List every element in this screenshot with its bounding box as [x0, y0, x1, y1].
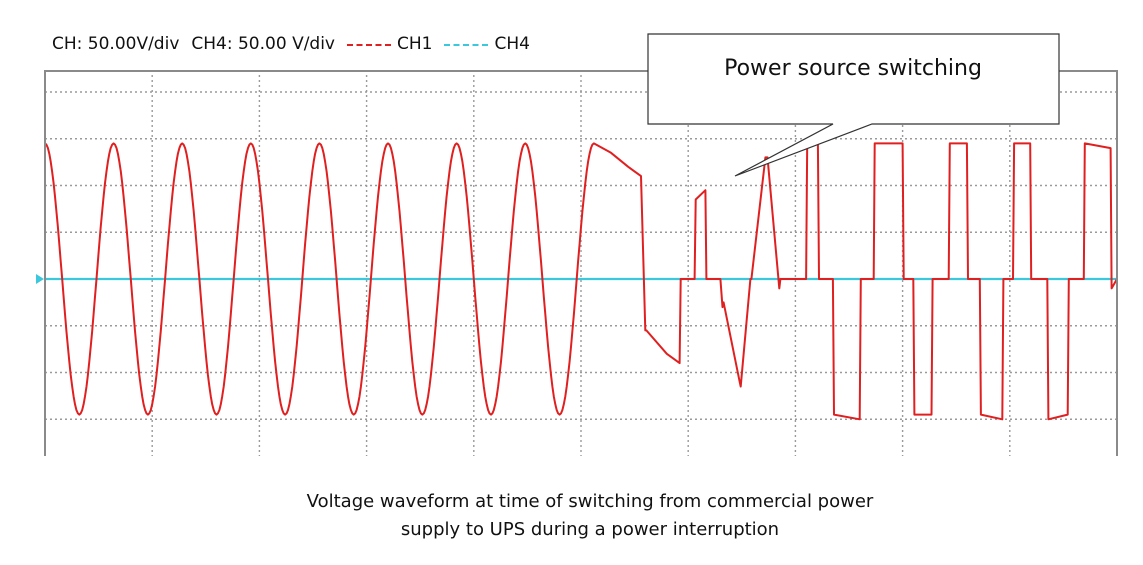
series-layer [44, 142, 1118, 421]
plot-area [44, 70, 1118, 456]
legend-swatch-ch1 [347, 44, 391, 46]
callout-text: Power source switching [724, 56, 982, 81]
chart-caption: Voltage waveform at time of switching fr… [190, 488, 990, 544]
series-line-ch1 [44, 142, 1118, 421]
callout-box [647, 33, 1060, 177]
caption-line-1: Voltage waveform at time of switching fr… [306, 491, 874, 512]
legend-swatch-ch4 [444, 44, 489, 46]
legend-label-ch1: CH1 [397, 34, 433, 54]
ch4-ground-marker [36, 274, 44, 284]
legend-label-ch4: CH4 [494, 34, 530, 54]
chart-legend: CH: 50.00V/div CH4: 50.00 V/div CH1 CH4 [52, 34, 530, 54]
ch-scale-label: CH: 50.00V/div [52, 34, 180, 54]
ch4-scale-label: CH4: 50.00 V/div [191, 34, 335, 54]
caption-line-2: supply to UPS during a power interruptio… [400, 519, 780, 540]
